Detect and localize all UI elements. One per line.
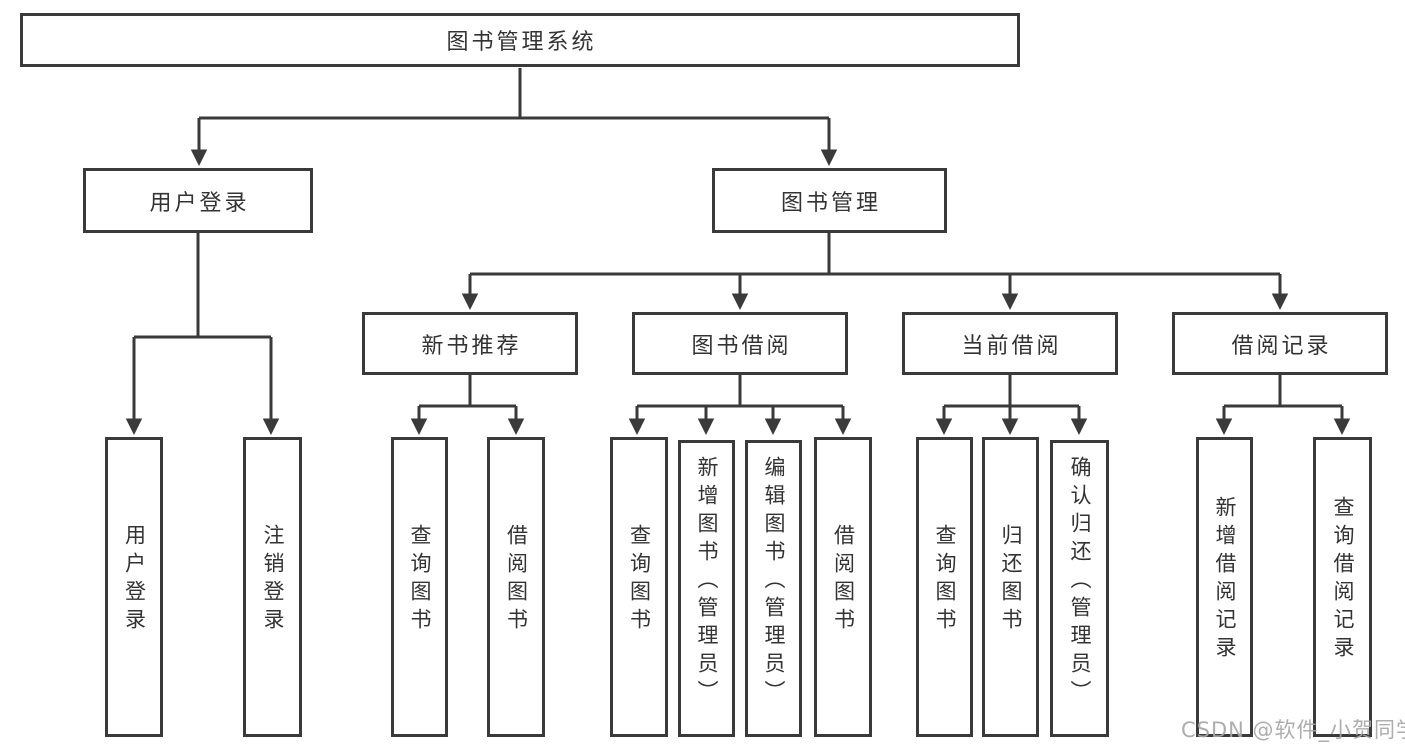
leaf-cb-query-books: 查询图书 (916, 437, 973, 737)
leaf-bb-edit-books-admin: 编辑图书（管理员） (745, 440, 802, 737)
leaf-br-query-record: 查询借阅记录 (1313, 437, 1372, 737)
leaf-user-login: 用户登录 (105, 437, 163, 737)
node-root-system: 图书管理系统 (20, 13, 1020, 67)
leaf-nbr-query-books: 查询图书 (391, 437, 448, 737)
leaf-cb-confirm-return-admin: 确认归还（管理员） (1050, 440, 1109, 737)
node-new-book-recommend: 新书推荐 (362, 312, 578, 375)
leaf-cb-return-books: 归还图书 (982, 437, 1039, 737)
node-borrow-records: 借阅记录 (1172, 312, 1388, 375)
node-user-login: 用户登录 (83, 168, 313, 233)
csdn-watermark: CSDN @软件_小贺同学 (1181, 718, 1405, 742)
node-book-borrow: 图书借阅 (632, 312, 848, 375)
node-current-borrow: 当前借阅 (902, 312, 1118, 375)
leaf-bb-query-books: 查询图书 (610, 437, 668, 737)
leaf-nbr-borrow-books: 借阅图书 (487, 437, 545, 737)
leaf-bb-borrow-books: 借阅图书 (814, 437, 872, 737)
leaf-logout: 注销登录 (243, 437, 302, 737)
leaf-br-add-record: 新增借阅记录 (1196, 437, 1253, 737)
leaf-bb-add-books-admin: 新增图书（管理员） (678, 440, 735, 737)
node-book-management: 图书管理 (712, 168, 947, 233)
